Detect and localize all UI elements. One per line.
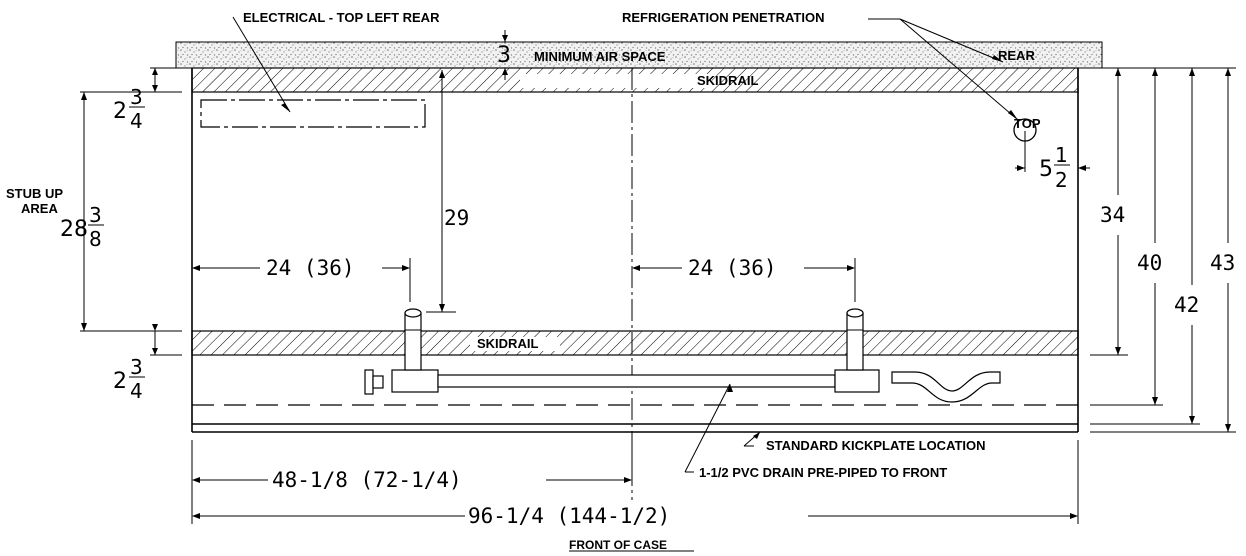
label-kickplate: STANDARD KICKPLATE LOCATION [766,438,986,453]
svg-text:5: 5 [1039,157,1053,182]
svg-text:3: 3 [89,203,102,227]
svg-text:28: 28 [60,217,88,242]
dim-depth-43: 43 [1210,251,1235,275]
arrowheads [81,35,1231,519]
dim-bottom-offset: 2 3 4 [113,355,145,403]
svg-text:1: 1 [1055,143,1068,167]
dimension-lines [80,16,1236,552]
label-rear: REAR [998,48,1035,63]
svg-text:3: 3 [130,355,143,379]
skidrail-bottom [191,330,1079,356]
svg-text:4: 4 [130,109,143,133]
label-front-of-case: FRONT OF CASE [569,538,667,552]
electrical-box [200,99,426,128]
case-outline [191,68,1079,433]
dim-right-drain: 24 (36) [688,256,777,280]
svg-text:2: 2 [1055,168,1068,192]
label-skidrail-bottom: SKIDRAIL [477,336,538,351]
dim-half-width: 48-1/8 (72-1/4) [272,468,462,492]
label-minimum-air-space: MINIMUM AIR SPACE [534,49,666,64]
label-electrical: ELECTRICAL - TOP LEFT REAR [243,10,440,25]
dim-full-width: 96-1/4 (144-1/2) [468,504,670,528]
svg-text:2: 2 [113,369,127,394]
svg-text:8: 8 [89,227,102,251]
dim-refrig-offset: 5 1 2 [1039,143,1070,192]
dim-depth-42: 42 [1174,293,1199,317]
dim-depth-40: 40 [1137,251,1162,275]
label-skidrail-top: SKIDRAIL [697,73,758,88]
dim-stub-up: 28 3 8 [60,203,104,251]
dim-top-offset: 2 3 4 [113,85,145,133]
dim-left-drain: 24 (36) [266,256,355,280]
dim-drain-drop: 29 [444,206,469,230]
dim-air-space: 3 [497,43,511,68]
svg-text:4: 4 [130,379,143,403]
drain-piping [364,308,1001,403]
svg-text:3: 3 [130,85,143,109]
label-drain: 1-1/2 PVC DRAIN PRE-PIPED TO FRONT [699,465,947,480]
air-space-slab [175,41,1103,69]
label-refrigeration: REFRIGERATION PENETRATION [622,10,824,25]
label-stub-up-1: STUB UP [6,186,63,201]
dim-depth-34: 34 [1100,203,1125,227]
label-stub-up-2: AREA [21,201,58,216]
label-top: TOP [1014,116,1041,131]
svg-text:2: 2 [113,99,127,124]
